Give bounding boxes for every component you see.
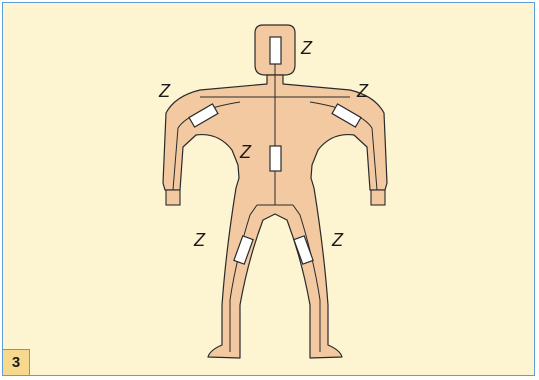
label-right-arm: Z	[356, 81, 369, 101]
right-hand	[371, 190, 385, 205]
sensor-head	[270, 37, 281, 64]
body-internal-lines	[171, 40, 379, 352]
figure-number-badge: 3	[3, 349, 30, 375]
left-hand	[166, 190, 180, 205]
label-left-arm: Z	[158, 81, 171, 101]
label-head: Z	[300, 38, 313, 58]
label-left-leg: Z	[193, 230, 206, 250]
sensor-torso	[270, 146, 281, 171]
label-right-leg: Z	[331, 230, 344, 250]
label-torso: Z	[239, 142, 252, 162]
